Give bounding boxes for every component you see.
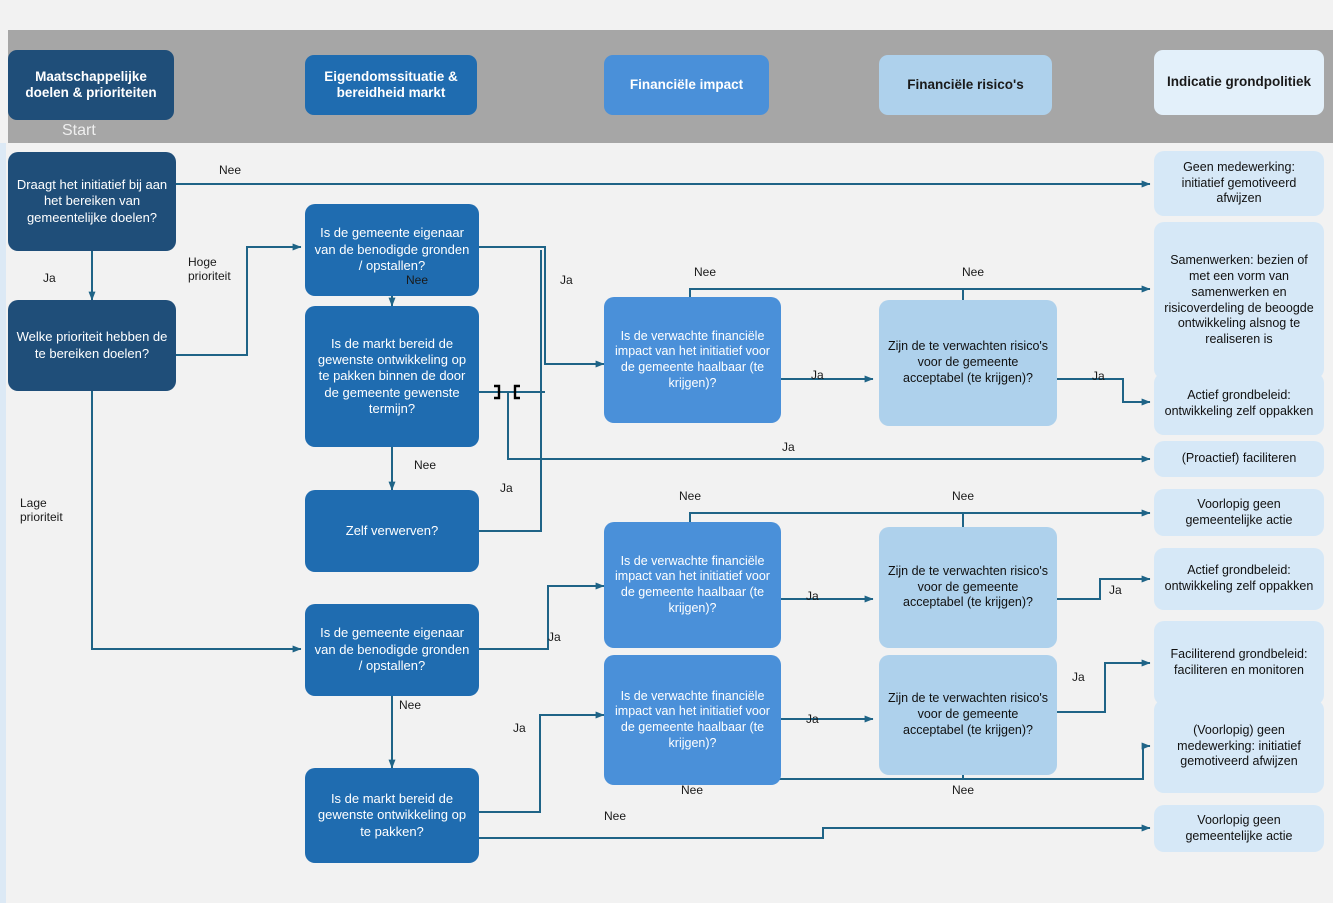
- node-gemeente-eigenaar-2[interactable]: Is de gemeente eigenaar van de benodigde…: [305, 604, 479, 696]
- outcome-faciliterend-grondbeleid[interactable]: Faciliterend grondbeleid: faciliteren en…: [1154, 621, 1324, 705]
- start-label: Start: [62, 122, 96, 139]
- header-maatschappelijke-doelen[interactable]: Maatschappelijke doelen & prioriteiten: [8, 50, 174, 120]
- edge-label-lage-prioriteit: Lage prioriteit: [20, 496, 63, 524]
- header-eigendomssituatie[interactable]: Eigendomssituatie & bereidheid markt: [305, 55, 477, 115]
- outcome-voorlopig-geen-actie-1[interactable]: Voorlopig geen gemeentelijke actie: [1154, 489, 1324, 536]
- edge-label-r2-ja: Ja: [1109, 583, 1122, 597]
- node-markt-bereid-termijn[interactable]: Is de markt bereid de gewenste ontwikkel…: [305, 306, 479, 447]
- edge-label-d7-nee: Nee: [604, 809, 627, 823]
- edge-label-r3-ja: Ja: [1072, 670, 1085, 684]
- edge-label-r3-nee: Nee: [952, 783, 975, 797]
- node-financiele-impact-3[interactable]: Is de verwachte financiële impact van he…: [604, 655, 781, 785]
- node-risico-acceptabel-2[interactable]: Zijn de te verwachten risico's voor de g…: [879, 527, 1057, 648]
- header-indicatie-grondpolitiek[interactable]: Indicatie grondpolitiek: [1154, 50, 1324, 115]
- edge-label-d5-ja: Ja: [500, 481, 513, 495]
- edge-label-f2-ja: Ja: [806, 589, 819, 603]
- edge-label-r1-nee: Nee: [962, 265, 985, 279]
- edge-label-f3-ja: Ja: [806, 712, 819, 726]
- edge-label-d1-nee: Nee: [219, 163, 242, 177]
- edge-label-r2-nee: Nee: [952, 489, 975, 503]
- outcome-actief-grondbeleid-2[interactable]: Actief grondbeleid: ontwikkeling zelf op…: [1154, 548, 1324, 610]
- outcome-voorlopig-geen-actie-2[interactable]: Voorlopig geen gemeentelijke actie: [1154, 805, 1324, 852]
- edge-label-d7-ja: Ja: [513, 721, 526, 735]
- outcome-proactief-faciliteren[interactable]: (Proactief) faciliteren: [1154, 441, 1324, 477]
- edge-label-d3-ja: Ja: [560, 273, 573, 287]
- edge-label-d6-nee: Nee: [399, 698, 422, 712]
- node-welke-prioriteit[interactable]: Welke prioriteit hebben de te bereiken d…: [8, 300, 176, 391]
- edge-label-d3-nee: Nee: [406, 273, 429, 287]
- edge-label-d4-nee: Nee: [414, 458, 437, 472]
- bottom-strip: [0, 903, 1333, 924]
- node-risico-acceptabel-1[interactable]: Zijn de te verwachten risico's voor de g…: [879, 300, 1057, 426]
- node-gemeente-eigenaar-1[interactable]: Is de gemeente eigenaar van de benodigde…: [305, 204, 479, 296]
- header-financiele-risicos[interactable]: Financiële risico's: [879, 55, 1052, 115]
- node-draagt-initiatief-bij[interactable]: Draagt het initiatief bij aan het bereik…: [8, 152, 176, 251]
- edge-label-f2-nee: Nee: [679, 489, 702, 503]
- outcome-actief-grondbeleid-1[interactable]: Actief grondbeleid: ontwikkeling zelf op…: [1154, 373, 1324, 435]
- node-zelf-verwerven[interactable]: Zelf verwerven?: [305, 490, 479, 572]
- outcome-geen-medewerking[interactable]: Geen medewerking: initiatief gemotiveerd…: [1154, 151, 1324, 216]
- left-accent-strip: [0, 143, 6, 913]
- edge-label-d6-ja: Ja: [548, 630, 561, 644]
- edge-label-f1-nee: Nee: [694, 265, 717, 279]
- node-financiele-impact-1[interactable]: Is de verwachte financiële impact van he…: [604, 297, 781, 423]
- node-markt-bereid-2[interactable]: Is de markt bereid de gewenste ontwikkel…: [305, 768, 479, 863]
- edge-label-hoge-prioriteit: Hoge prioriteit: [188, 255, 231, 283]
- node-financiele-impact-2[interactable]: Is de verwachte financiële impact van he…: [604, 522, 781, 648]
- header-financiele-impact[interactable]: Financiële impact: [604, 55, 769, 115]
- edge-label-f1-ja: Ja: [811, 368, 824, 382]
- outcome-voorlopig-geen-medewerking[interactable]: (Voorlopig) geen medewerking: initiatief…: [1154, 700, 1324, 793]
- node-risico-acceptabel-3[interactable]: Zijn de te verwachten risico's voor de g…: [879, 655, 1057, 775]
- edge-label-d1-ja: Ja: [43, 271, 56, 285]
- edge-label-proactief-ja: Ja: [782, 440, 795, 454]
- edge-label-r1-ja: Ja: [1092, 369, 1105, 383]
- edge-label-f3-nee: Nee: [681, 783, 704, 797]
- outcome-samenwerken[interactable]: Samenwerken: bezien of met een vorm van …: [1154, 222, 1324, 379]
